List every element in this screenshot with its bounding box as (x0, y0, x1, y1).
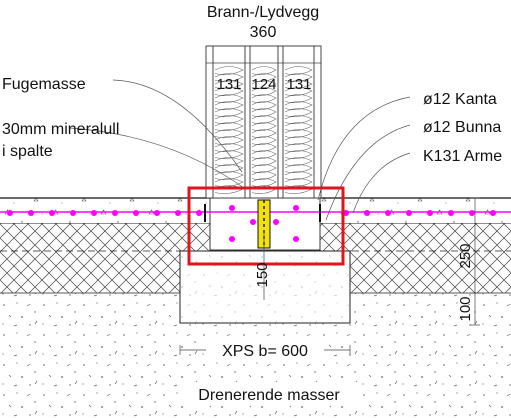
rebar-dot (448, 210, 454, 216)
leader-lines (69, 79, 411, 221)
wall-thickness: 360 (250, 24, 277, 41)
rebar-dot (229, 205, 235, 211)
drainage-label: Drenerende masser (198, 387, 340, 404)
wall-title: Brann-/Lydvegg (207, 4, 319, 21)
layer-label-1: 131 (216, 76, 241, 93)
callout-armering-net: K131 Arme (423, 148, 502, 165)
rebar-dot (250, 219, 256, 225)
layer-label-3: 131 (286, 76, 311, 93)
rebar-dot (293, 205, 299, 211)
rebar-dot (91, 210, 97, 216)
rebar-dot (112, 210, 118, 216)
rebar-dot (70, 210, 76, 216)
insulation-coil (284, 66, 313, 194)
rebar-dot (273, 219, 279, 225)
rebar-dot (427, 210, 433, 216)
insulation-coil (251, 66, 277, 194)
rebar-dot (406, 210, 412, 216)
rebar-dot (133, 210, 139, 216)
rebar-dot (490, 210, 496, 216)
rebar-dot (229, 236, 235, 242)
rebar-dot (7, 210, 13, 216)
drainage-label-bg (178, 382, 360, 406)
xps-label: XPS b= 600 (222, 343, 308, 360)
layer-label-2: 124 (251, 76, 276, 93)
xps-label-bg (206, 338, 324, 362)
callout-fugemasse: Fugemasse (2, 76, 86, 93)
dimension-150: 150 (254, 262, 271, 287)
rebar-dot (293, 236, 299, 242)
rebar-dot (28, 210, 34, 216)
insulation-coil (214, 66, 244, 194)
dimension-100: 100 (457, 296, 474, 321)
callout-mineralull-line2: i spalte (2, 143, 53, 160)
rebar-dot (385, 210, 391, 216)
rebar-dot (154, 210, 160, 216)
rebar-dot (469, 210, 475, 216)
callout-mineralull-line1: 30mm mineralull (2, 121, 119, 138)
rebar-dot (196, 210, 202, 216)
rebar-dot (49, 210, 55, 216)
detail-highlight-box (187, 186, 345, 266)
rebar-dot (175, 210, 181, 216)
callout-kantarmering: ø12 Kanta (423, 91, 497, 108)
wall-insulation-coils (214, 66, 313, 194)
dimension-250: 250 (457, 243, 474, 268)
callout-bunnarmering: ø12 Bunna (423, 119, 501, 136)
rebar-dot (364, 210, 370, 216)
